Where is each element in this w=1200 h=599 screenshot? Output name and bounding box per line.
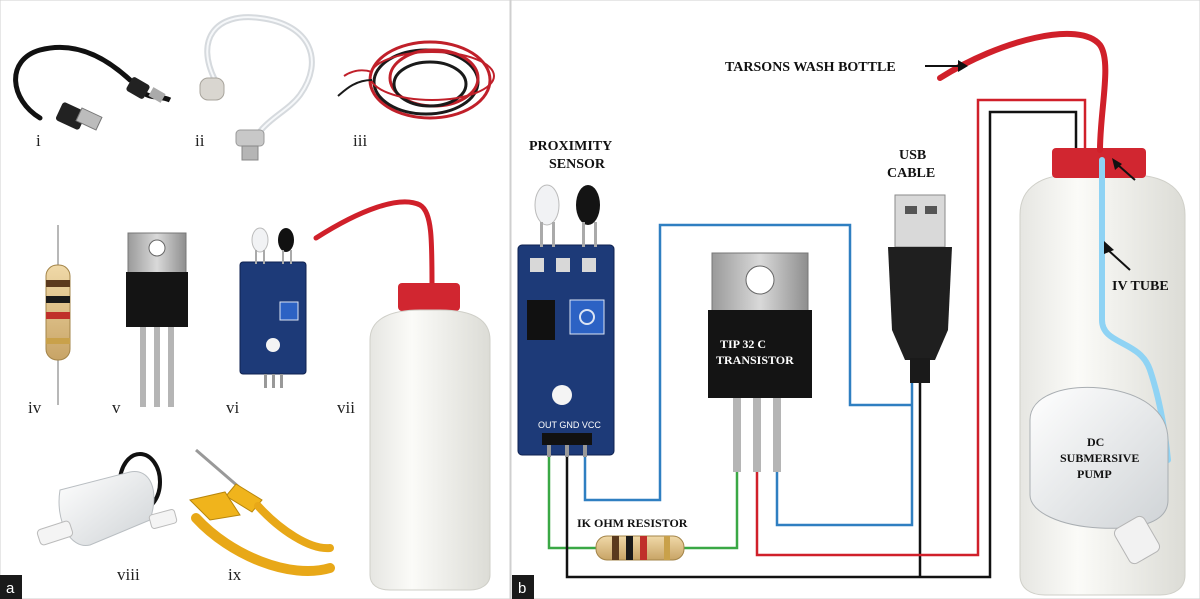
label-resistor: IK OHM RESISTOR <box>577 516 688 530</box>
submersible-pump <box>1029 386 1169 529</box>
item-numeral-iv: iv <box>28 398 42 417</box>
usb-plug-metal <box>894 194 946 248</box>
proximity-sensor-b: OUT GND VCC <box>517 184 615 457</box>
label-pump-line2: SUBMERSIVE <box>1060 451 1139 465</box>
sensor-photo <box>239 227 307 388</box>
label-sensor-line1: PROXIMITY <box>529 139 612 154</box>
signal-wire <box>583 223 912 502</box>
sensor-pin-labels: OUT GND VCC <box>538 420 601 430</box>
resistor-lead-left <box>547 455 598 550</box>
item-numeral-viii: viii <box>117 565 140 584</box>
panel-b: OUT GND VCC <box>510 0 1200 599</box>
collector-wire <box>775 380 914 527</box>
sensor-potentiometer <box>569 299 605 335</box>
item-numeral-vii: vii <box>337 398 355 417</box>
red-black-wire-photo <box>337 40 495 120</box>
arrow-cap-head <box>1112 158 1122 170</box>
label-iv-tube: IV TUBE <box>1112 279 1169 294</box>
wash-bottle-b <box>937 30 1186 596</box>
panel-b-tag-box <box>512 575 534 599</box>
label-transistor-line2: TRANSISTOR <box>716 353 794 367</box>
arrow-iv-tube <box>1107 249 1131 271</box>
bottle-nozzle <box>937 30 1109 153</box>
label-usb-line2: CABLE <box>887 166 935 181</box>
panel-a-tag-box <box>0 575 22 599</box>
wash-bottle-photo <box>313 199 491 591</box>
item-numeral-vi: vi <box>226 398 240 417</box>
ir-emitter <box>534 184 560 226</box>
small-pump-photo <box>36 452 178 546</box>
item-numeral-ii: ii <box>195 131 205 150</box>
transistor-photo <box>126 232 188 407</box>
arrow-iv-tube-head <box>1104 241 1114 254</box>
resistor-b <box>595 535 685 561</box>
item-numeral-i: i <box>36 131 41 150</box>
label-wash-bottle: TARSONS WASH BOTTLE <box>725 60 896 75</box>
item-numeral-ix: ix <box>228 565 242 584</box>
label-pump-line1: DC <box>1087 435 1104 449</box>
label-pump-line3: PUMP <box>1077 467 1112 481</box>
transistor-body <box>708 310 812 398</box>
item-numeral-iii: iii <box>353 131 367 150</box>
usb-plug-housing <box>888 247 952 360</box>
panel-a: i ii iii iv <box>0 0 511 599</box>
panel-a-tag: a <box>6 580 15 597</box>
arrow-wash-bottle-head <box>958 60 968 72</box>
sensor-chip <box>527 300 555 340</box>
tip32c-transistor-b <box>708 252 812 472</box>
label-transistor-line1: TIP 32 C <box>720 337 766 351</box>
soldering-iron-photo <box>189 448 335 577</box>
label-usb-line1: USB <box>899 148 926 163</box>
transistor-mount-hole <box>745 265 775 295</box>
label-sensor-line2: SENSOR <box>549 157 606 172</box>
resistor-lead-right <box>682 470 739 550</box>
item-numeral-v: v <box>112 398 121 417</box>
usb-cable-photo <box>13 44 172 131</box>
sensor-mount-hole <box>552 385 572 405</box>
iv-tube-photo <box>199 14 315 161</box>
panel-b-tag: b <box>518 580 526 597</box>
arrow-cap <box>1117 164 1136 181</box>
pump-outlet <box>1113 515 1161 565</box>
resistor-photo <box>45 225 71 405</box>
usb-cable-b <box>888 194 952 383</box>
ir-receiver <box>576 185 600 225</box>
